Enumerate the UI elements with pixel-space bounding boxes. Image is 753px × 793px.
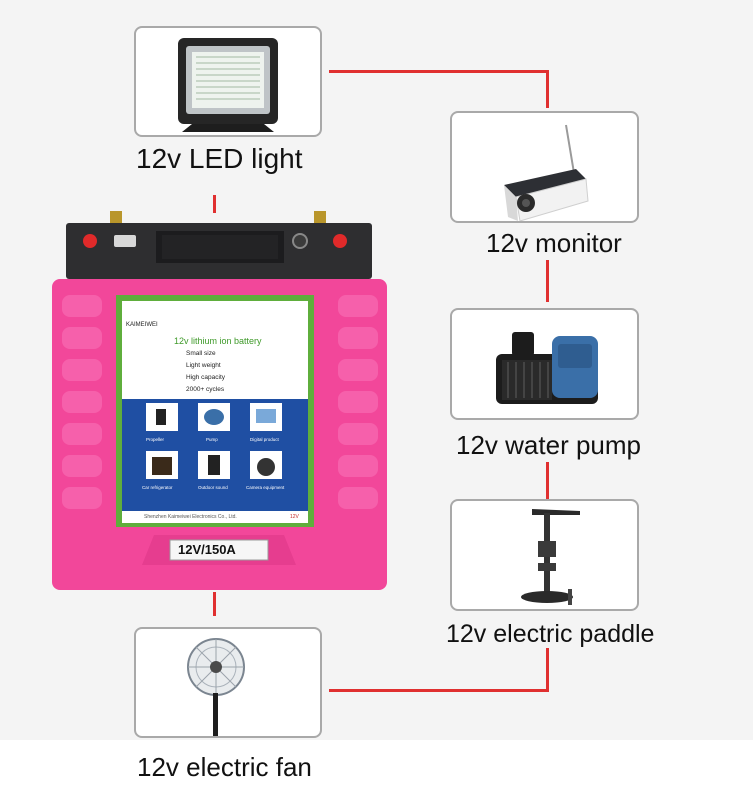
connector-line <box>546 70 549 108</box>
battery-application-label: Outdoor sound <box>198 485 228 490</box>
battery-rating-plate: 12V/150A <box>178 542 236 557</box>
connector-line <box>329 70 548 73</box>
solar-camera-icon <box>504 124 589 221</box>
caption-led-light: 12v LED light <box>136 143 303 174</box>
battery-application-label: Car refrigerator <box>142 485 173 490</box>
caption-monitor: 12v monitor <box>486 228 622 258</box>
battery-feature: Light weight <box>186 362 221 369</box>
connector-line <box>213 592 216 616</box>
battery-unit: KAIMEIWEI 12v lithium ion battery Small … <box>52 205 387 590</box>
battery-application-label: Pump <box>206 437 218 442</box>
led-floodlight-icon <box>178 38 278 132</box>
battery-feature: Small size <box>186 350 216 357</box>
water-pump-icon <box>496 332 598 404</box>
caption-water-pump: 12v water pump <box>456 430 641 460</box>
battery-voltage-tag: 12V <box>290 514 299 520</box>
caption-electric-fan: 12v electric fan <box>137 752 312 782</box>
battery-body <box>52 211 387 590</box>
connector-line <box>213 195 216 213</box>
electric-paddle-card <box>450 499 639 611</box>
battery-brand: KAIMEIWEI <box>126 322 158 328</box>
battery-feature: High capacity <box>186 374 226 381</box>
connector-line <box>546 648 549 692</box>
fan-icon <box>187 638 245 736</box>
battery-application-label: Camera equipment <box>246 485 285 490</box>
battery-application-label: Digital product <box>250 437 279 442</box>
battery-feature: 2000+ cycles <box>186 386 225 393</box>
led-light-card <box>134 26 322 137</box>
connector-line <box>546 462 549 500</box>
battery-application-label: Propeller <box>146 437 165 442</box>
connector-line <box>546 260 549 302</box>
trolling-motor-icon <box>521 509 580 605</box>
battery-manufacturer: Shenzhen Kaimeiwei Electronics Co., Ltd. <box>144 514 237 520</box>
monitor-card <box>450 111 639 223</box>
connector-line <box>329 689 549 692</box>
electric-fan-card <box>134 627 322 738</box>
water-pump-card <box>450 308 639 420</box>
caption-electric-paddle: 12v electric paddle <box>446 620 655 648</box>
battery-product-title: 12v lithium ion battery <box>174 336 262 346</box>
